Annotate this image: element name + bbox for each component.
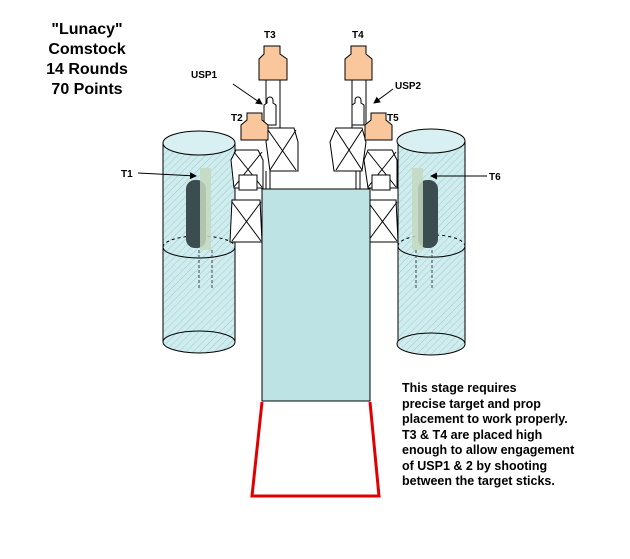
right-xbox-low-diag-b: [367, 201, 398, 242]
t5-target: [364, 112, 393, 141]
left-target-stands: [229, 45, 299, 243]
right-small-box: [371, 174, 391, 191]
t2-target: [240, 112, 269, 141]
note-line: precise target and prop: [402, 396, 541, 411]
left-barrel-bottom: [162, 330, 236, 354]
t6-target-face: [412, 168, 423, 250]
stage-name: "Lunacy": [51, 21, 123, 38]
label-t6: T6: [489, 172, 501, 183]
t3-target: [258, 45, 288, 81]
note-line: T3 & T4 are placed high: [402, 427, 543, 442]
note-line: between the target sticks.: [402, 474, 555, 488]
stage-points: 70 Points: [51, 81, 123, 98]
note-line: enough to allow engagement: [402, 443, 575, 457]
fault-line: [250, 401, 381, 498]
label-t2: T2: [231, 113, 243, 124]
left-barrel: [162, 130, 236, 354]
left-small-box: [238, 174, 258, 191]
usp2-silhouette: [351, 96, 365, 126]
usp2-arrow: [373, 88, 394, 104]
label-usp1: USP1: [191, 70, 218, 81]
t1-arrow: [137, 172, 197, 180]
right-target-stands: [329, 45, 399, 243]
left-xbox-low-diag-b: [231, 201, 262, 242]
note-line: placement to work properly.: [402, 412, 568, 426]
label-t5: T5: [387, 113, 399, 124]
stage-rounds: 14 Rounds: [46, 61, 128, 78]
shooting-table: [261, 188, 371, 402]
right-xbox-top-diag-b: [335, 129, 363, 171]
label-t3: T3: [264, 30, 276, 41]
label-t1: T1: [121, 169, 133, 180]
right-xbox-top: [329, 127, 367, 172]
label-usp2: USP2: [395, 81, 422, 92]
left-xbox-top-diag-a: [267, 129, 297, 171]
usp1-silhouette: [263, 96, 277, 126]
right-barrel: [396, 128, 466, 356]
stage-type: Comstock: [48, 41, 126, 58]
label-t4: T4: [352, 30, 364, 41]
usp1-arrow: [232, 83, 263, 105]
t4-target: [344, 45, 373, 81]
right-barrel-top: [396, 128, 466, 154]
stage-title-block: "Lunacy" Comstock 14 Rounds 70 Points: [32, 20, 142, 100]
left-barrel-top: [162, 130, 236, 156]
left-xbox-top-diag-b: [269, 129, 297, 171]
stage-note: This stage requires precise target and p…: [402, 381, 612, 490]
right-barrel-bottom: [396, 332, 466, 356]
note-line: This stage requires: [402, 381, 517, 395]
note-line: of USP1 & 2 by shooting: [402, 458, 548, 473]
t1-target-face: [200, 168, 211, 250]
